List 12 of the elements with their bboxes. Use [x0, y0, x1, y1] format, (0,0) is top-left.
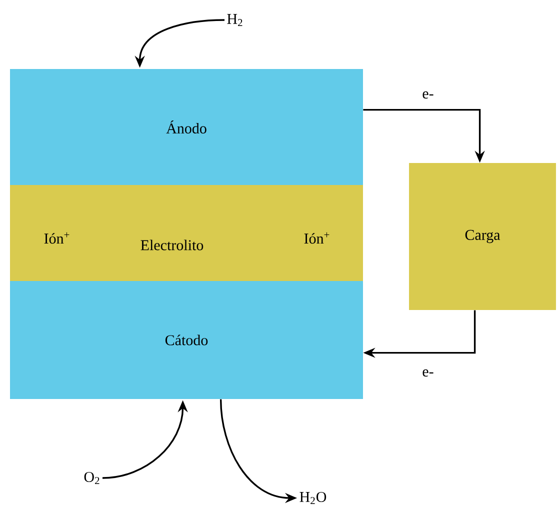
ion-label: Ión$^{+}$ [304, 232, 330, 244]
formula-label: H$_{2}$ [227, 14, 242, 26]
load-box: Carga [409, 163, 556, 310]
edge-label: e- [422, 369, 434, 377]
formula-label: H$_{2}$O [300, 492, 326, 504]
anode-box: Ánodo [10, 69, 363, 185]
electrolyte-label: Electrolito [140, 240, 204, 250]
formula-label: O$_{2}$ [84, 472, 100, 484]
edge-label: e- [422, 91, 434, 99]
ion-label: Ión$^{+}$ [44, 232, 70, 244]
electrolyte-band [10, 185, 363, 281]
cathode-box: Cátodo [10, 281, 363, 399]
